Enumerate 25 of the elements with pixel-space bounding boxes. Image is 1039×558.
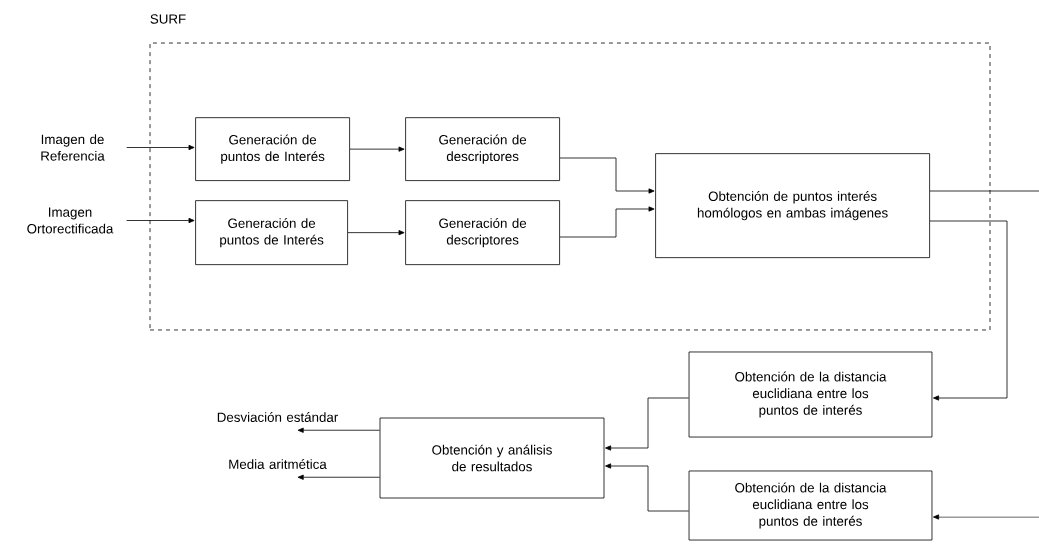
arrow <box>297 474 380 480</box>
node-label: SURF <box>150 14 186 24</box>
input-label: Imagen de Referencia <box>41 134 105 161</box>
arrow <box>605 397 690 451</box>
process-box: Obtención de la distancia euclidiana entre los puntos de interés <box>688 470 933 541</box>
process-box: Obtención y análisis de resultados <box>379 417 605 499</box>
input-label: Imagen Ortorectificada <box>27 207 114 234</box>
process-box: Generación de puntos de Interés <box>195 200 348 266</box>
process-box: Obtención de puntos interés homólogos en ambas imágenes <box>655 153 930 259</box>
arrow <box>126 217 195 224</box>
arrow <box>605 463 690 512</box>
arrow <box>349 146 405 152</box>
process-box: Generación de descriptores <box>405 200 560 266</box>
arrow <box>933 514 1039 520</box>
input-label: Desviación estándar <box>217 412 339 422</box>
arrow <box>297 427 380 433</box>
process-box: Generación de puntos de Interés <box>195 117 350 181</box>
arrow <box>126 144 195 151</box>
input-label: Media aritmética <box>229 459 327 469</box>
process-box: Obtención de la distancia euclidiana entre los puntos de interés <box>688 351 933 438</box>
arrow <box>929 220 1008 401</box>
arrow <box>559 206 655 238</box>
process-box: Generación de descriptores <box>405 117 560 181</box>
arrow <box>559 157 655 194</box>
arrow <box>347 230 405 236</box>
